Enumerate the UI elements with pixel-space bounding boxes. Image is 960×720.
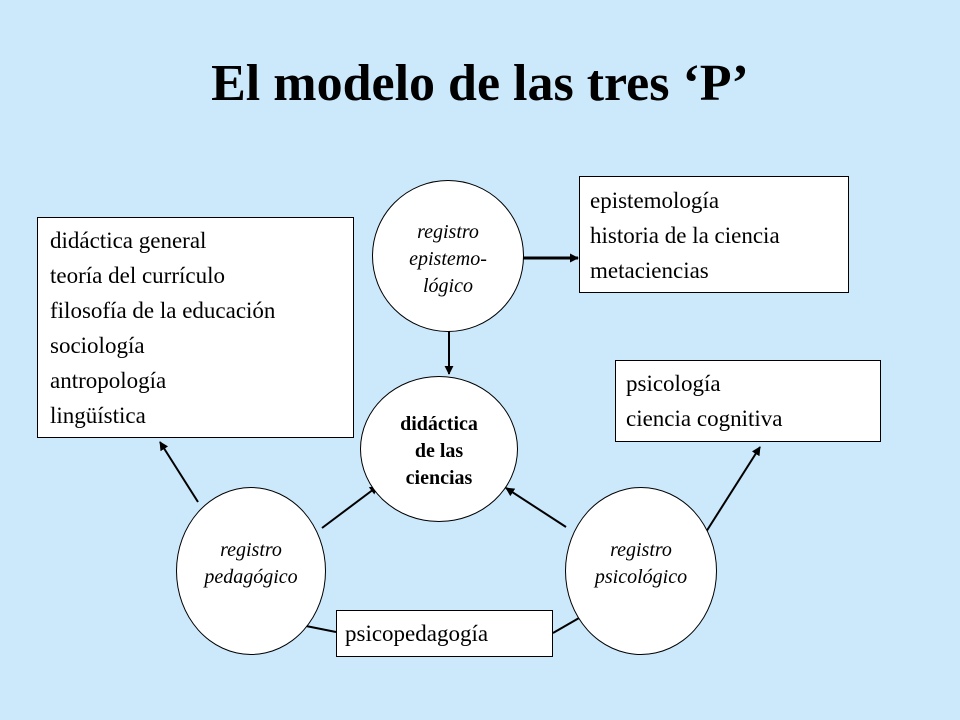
discipline-item: metaciencias (590, 257, 709, 283)
discipline-item: filosofía de la educación (50, 297, 276, 323)
arrow-pedagogico-to-didactica (321, 485, 379, 529)
arrow-psicologico-to-box (705, 446, 761, 533)
box-psicopedagogia: psicopedagogía (336, 610, 553, 657)
discipline-item: sociología (50, 332, 145, 358)
node-line: epistemo- (409, 247, 487, 270)
node-line: registro (417, 220, 479, 243)
node-line: psicológico (594, 566, 688, 588)
discipline-item: psicología (626, 371, 721, 396)
discipline-item: lingüística (50, 402, 146, 428)
arrow-pedagogico-to-box (159, 441, 199, 503)
box-epistemologico-disciplines: epistemología historia de la ciencia met… (579, 176, 849, 293)
node-line: pedagógico (204, 566, 298, 588)
arrow-psicologico-to-didactica (505, 487, 567, 528)
node-line: registro (610, 539, 672, 561)
discipline-item: epistemología (590, 188, 720, 213)
node-line: didáctica (400, 412, 478, 435)
discipline-item: historia de la ciencia (590, 222, 780, 248)
node-registro-psicologico: registro psicológico (565, 487, 717, 655)
discipline-item: didáctica general (50, 228, 207, 253)
slide-title: El modelo de las tres ‘P’ (211, 55, 749, 112)
node-registro-pedagogico: registro pedagógico (176, 487, 326, 655)
box-psicologico-disciplines: psicología ciencia cognitiva (615, 360, 881, 442)
box-pedagogico-disciplines: didáctica general teoría del currículo f… (37, 217, 354, 438)
discipline-item: antropología (50, 367, 167, 393)
node-didactica-de-las-ciencias: didáctica de las ciencias (360, 376, 518, 522)
discipline-item: psicopedagogía (345, 621, 489, 646)
node-line: registro (220, 539, 282, 561)
node-registro-epistemologico: registro epistemo- lógico (372, 180, 524, 332)
discipline-item: teoría del currículo (50, 262, 225, 288)
discipline-item: ciencia cognitiva (626, 405, 783, 431)
node-line: ciencias (405, 466, 473, 489)
node-line: lógico (423, 274, 473, 297)
node-line: de las (414, 439, 464, 462)
